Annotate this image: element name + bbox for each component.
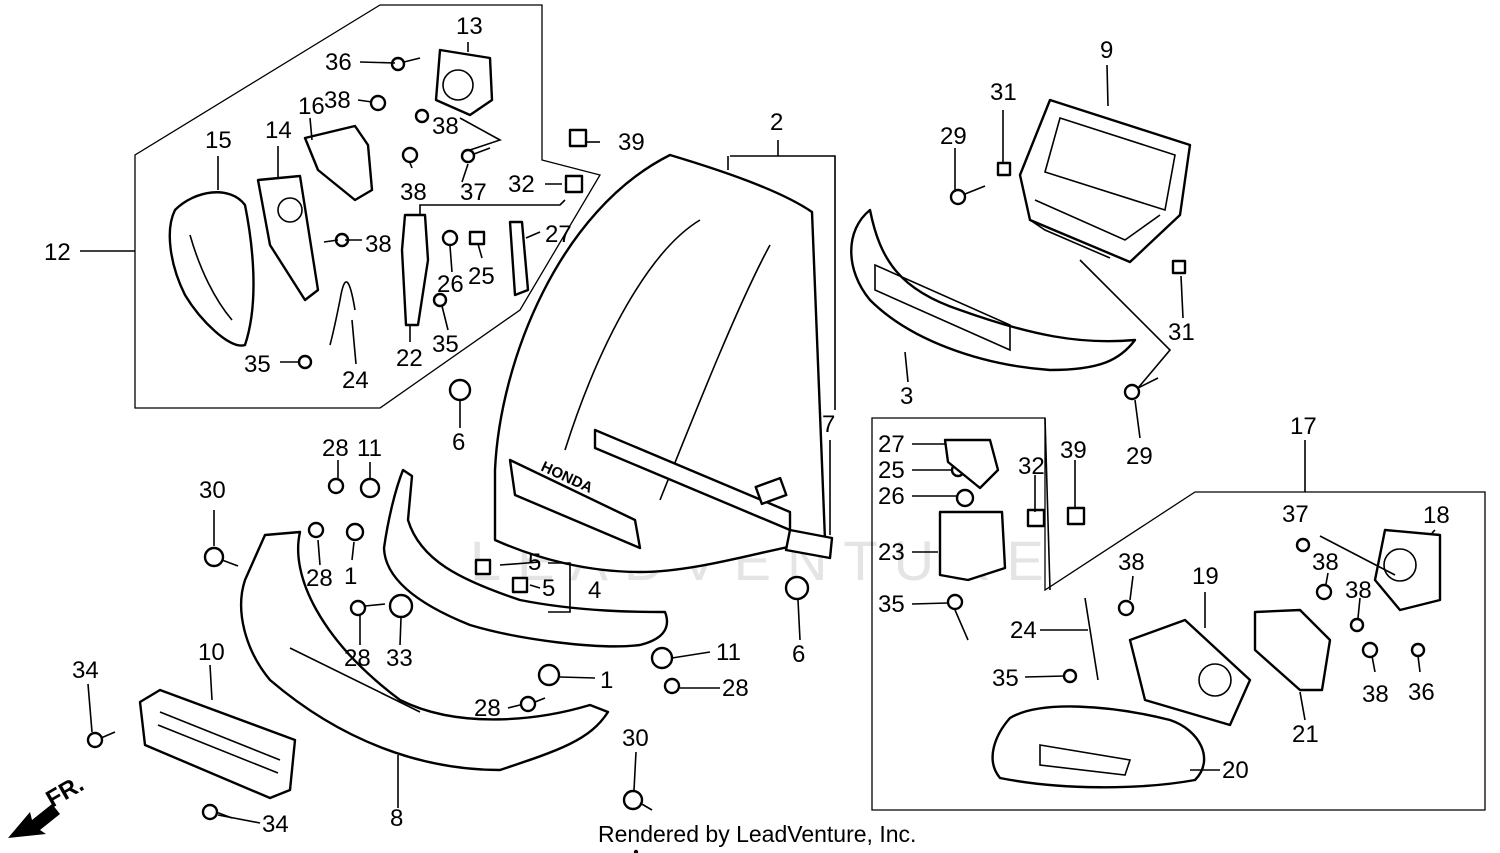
callout-26: 26 <box>878 483 905 510</box>
callout-7: 7 <box>822 411 835 438</box>
callout-labels: 1 1 2 3 4 5 5 6 6 7 8 9 10 11 11 12 13 1… <box>44 13 1450 838</box>
callout-11: 11 <box>357 435 382 462</box>
callout-1: 1 <box>600 667 613 694</box>
callout-33: 33 <box>386 645 413 672</box>
meter-panel-part <box>850 208 1137 372</box>
callout-14: 14 <box>265 117 292 144</box>
callout-38: 38 <box>1118 549 1145 576</box>
front-direction-arrow-icon <box>8 804 60 838</box>
callout-38: 38 <box>1345 577 1372 604</box>
callout-27: 27 <box>545 221 572 248</box>
callout-30: 30 <box>199 477 226 504</box>
left-mirror-group-outline <box>134 4 602 409</box>
seal-strip-part <box>784 528 834 560</box>
callout-38: 38 <box>400 179 427 206</box>
callout-38: 38 <box>365 231 392 258</box>
callout-34: 34 <box>72 657 99 684</box>
callout-30: 30 <box>622 725 649 752</box>
callout-29: 29 <box>940 123 967 150</box>
callout-6: 6 <box>792 641 805 668</box>
callout-39: 39 <box>618 129 645 156</box>
callout-35: 35 <box>432 331 459 358</box>
callout-28: 28 <box>322 435 349 462</box>
callout-28: 28 <box>306 565 333 592</box>
callout-4: 4 <box>588 577 601 604</box>
callout-38: 38 <box>324 87 351 114</box>
callout-3: 3 <box>900 383 913 410</box>
left-mirror-parts <box>168 48 530 347</box>
right-mirror-group-outline <box>871 417 1486 811</box>
callout-38: 38 <box>1362 681 1389 708</box>
windscreen-part: HONDA <box>493 153 834 574</box>
callout-23: 23 <box>878 539 905 566</box>
fasteners <box>86 56 1426 853</box>
callout-15: 15 <box>205 127 232 154</box>
callout-25: 25 <box>468 263 495 290</box>
callout-28: 28 <box>474 695 501 722</box>
callout-5: 5 <box>542 575 555 602</box>
credit-line: Rendered by LeadVenture, Inc. <box>598 821 917 847</box>
callout-36: 36 <box>1408 679 1435 706</box>
callout-32: 32 <box>1018 453 1045 480</box>
callout-8: 8 <box>390 805 403 832</box>
callout-35: 35 <box>878 591 905 618</box>
callout-22: 22 <box>396 345 423 372</box>
right-mirror-parts <box>938 438 1442 789</box>
callout-16: 16 <box>298 93 325 120</box>
callout-38: 38 <box>1312 549 1339 576</box>
callout-35: 35 <box>244 351 271 378</box>
callout-24: 24 <box>342 367 369 394</box>
callout-37: 37 <box>1282 501 1309 528</box>
meter-bracket-part <box>1018 98 1192 264</box>
callout-28: 28 <box>722 675 749 702</box>
callout-32: 32 <box>508 171 535 198</box>
callout-31: 31 <box>1168 319 1195 346</box>
callout-2: 2 <box>770 109 783 136</box>
callout-27: 27 <box>878 431 905 458</box>
callout-35: 35 <box>992 665 1019 692</box>
callout-37: 37 <box>460 179 487 206</box>
callout-29: 29 <box>1126 443 1153 470</box>
callout-20: 20 <box>1222 757 1249 784</box>
callout-1: 1 <box>344 563 357 590</box>
callout-26: 26 <box>437 271 464 298</box>
callout-17: 17 <box>1290 413 1317 440</box>
callout-25: 25 <box>878 457 905 484</box>
callout-5: 5 <box>528 549 541 576</box>
callout-31: 31 <box>990 79 1017 106</box>
callout-10: 10 <box>198 639 225 666</box>
callout-21: 21 <box>1292 721 1319 748</box>
callout-28: 28 <box>344 645 371 672</box>
callout-38: 38 <box>432 113 459 140</box>
callout-12: 12 <box>44 239 71 266</box>
callout-24: 24 <box>1010 617 1037 644</box>
callout-11: 11 <box>716 639 741 666</box>
callout-13: 13 <box>456 13 483 40</box>
callout-6: 6 <box>452 429 465 456</box>
callout-34: 34 <box>262 811 289 838</box>
callout-9: 9 <box>1100 37 1113 64</box>
callout-19: 19 <box>1192 563 1219 590</box>
callout-36: 36 <box>325 49 352 76</box>
callout-18: 18 <box>1423 502 1450 529</box>
callout-39: 39 <box>1060 437 1087 464</box>
lower-cowl-parts <box>138 468 669 800</box>
leader-lines <box>80 42 1436 824</box>
